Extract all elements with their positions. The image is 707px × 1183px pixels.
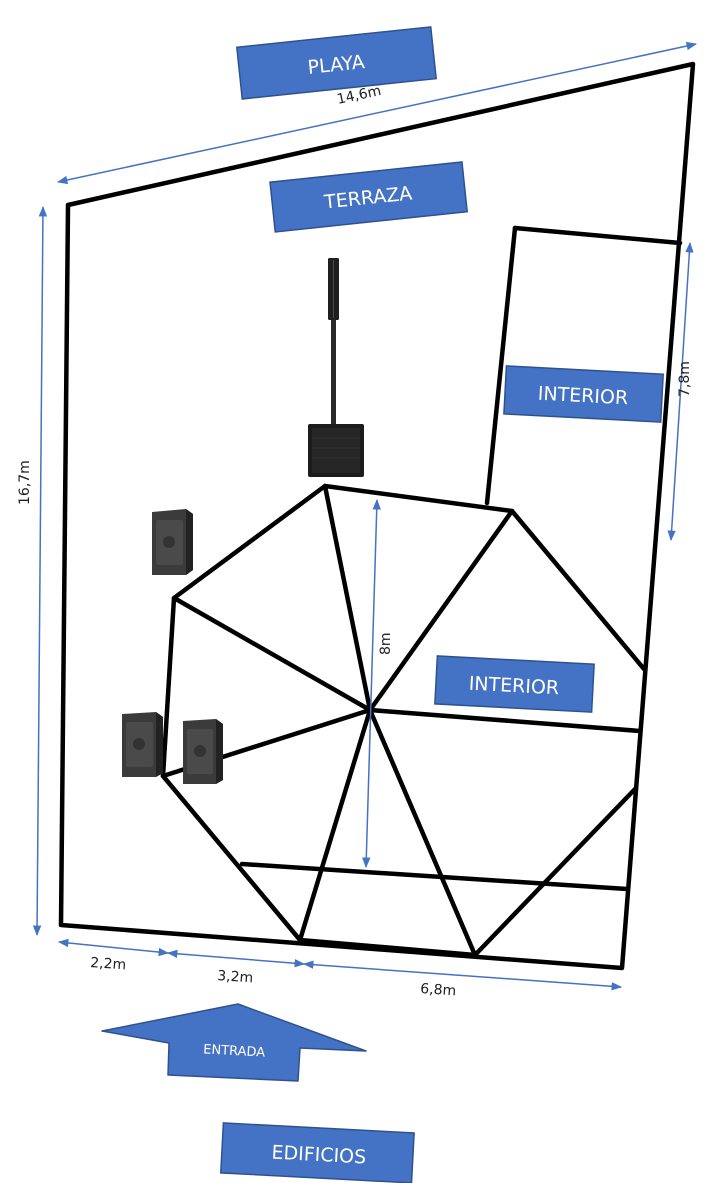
dimension-line-bottom-1 [57, 938, 170, 957]
label-interior-lower-text: INTERIOR [468, 673, 559, 700]
label-playa: PLAYA [235, 26, 438, 100]
dimension-bottom-3-label: 6,8m [420, 981, 457, 999]
dimension-bottom-2-label: 3,2m [217, 968, 254, 986]
dimension-bottom-1-label: 2,2m [90, 955, 127, 973]
speaker-icon [152, 509, 193, 575]
interior-room-walls [484, 225, 683, 506]
dimension-center-label: 8m [378, 632, 394, 655]
label-terraza: TERRAZA [269, 161, 469, 233]
speaker-icon [183, 719, 223, 784]
dimension-line-right [667, 241, 694, 542]
label-entrada-text: ENTRADA [203, 1042, 266, 1060]
dimension-lines [32, 41, 698, 991]
dimension-line-bottom-2 [166, 949, 306, 968]
dimension-line-top [56, 41, 698, 185]
tent-structure [160, 483, 647, 958]
label-edificios-text: EDIFICIOS [271, 1142, 367, 1169]
arrow-up-icon: ENTRADA [101, 1003, 367, 1082]
label-interior-upper: INTERIOR [503, 365, 664, 423]
column-speaker-icon [308, 258, 364, 477]
dimension-left-label: 16,7m [17, 460, 33, 505]
label-interior-upper-text: INTERIOR [537, 383, 628, 410]
dimension-line-left [32, 205, 48, 937]
speaker-icon [122, 712, 163, 777]
label-edificios: EDIFICIOS [219, 1122, 415, 1183]
dimension-line-bottom-3 [302, 960, 623, 991]
dimension-line-center [362, 498, 381, 869]
dimension-right-label: 7,8m [677, 361, 693, 397]
label-interior-lower: INTERIOR [434, 655, 595, 713]
